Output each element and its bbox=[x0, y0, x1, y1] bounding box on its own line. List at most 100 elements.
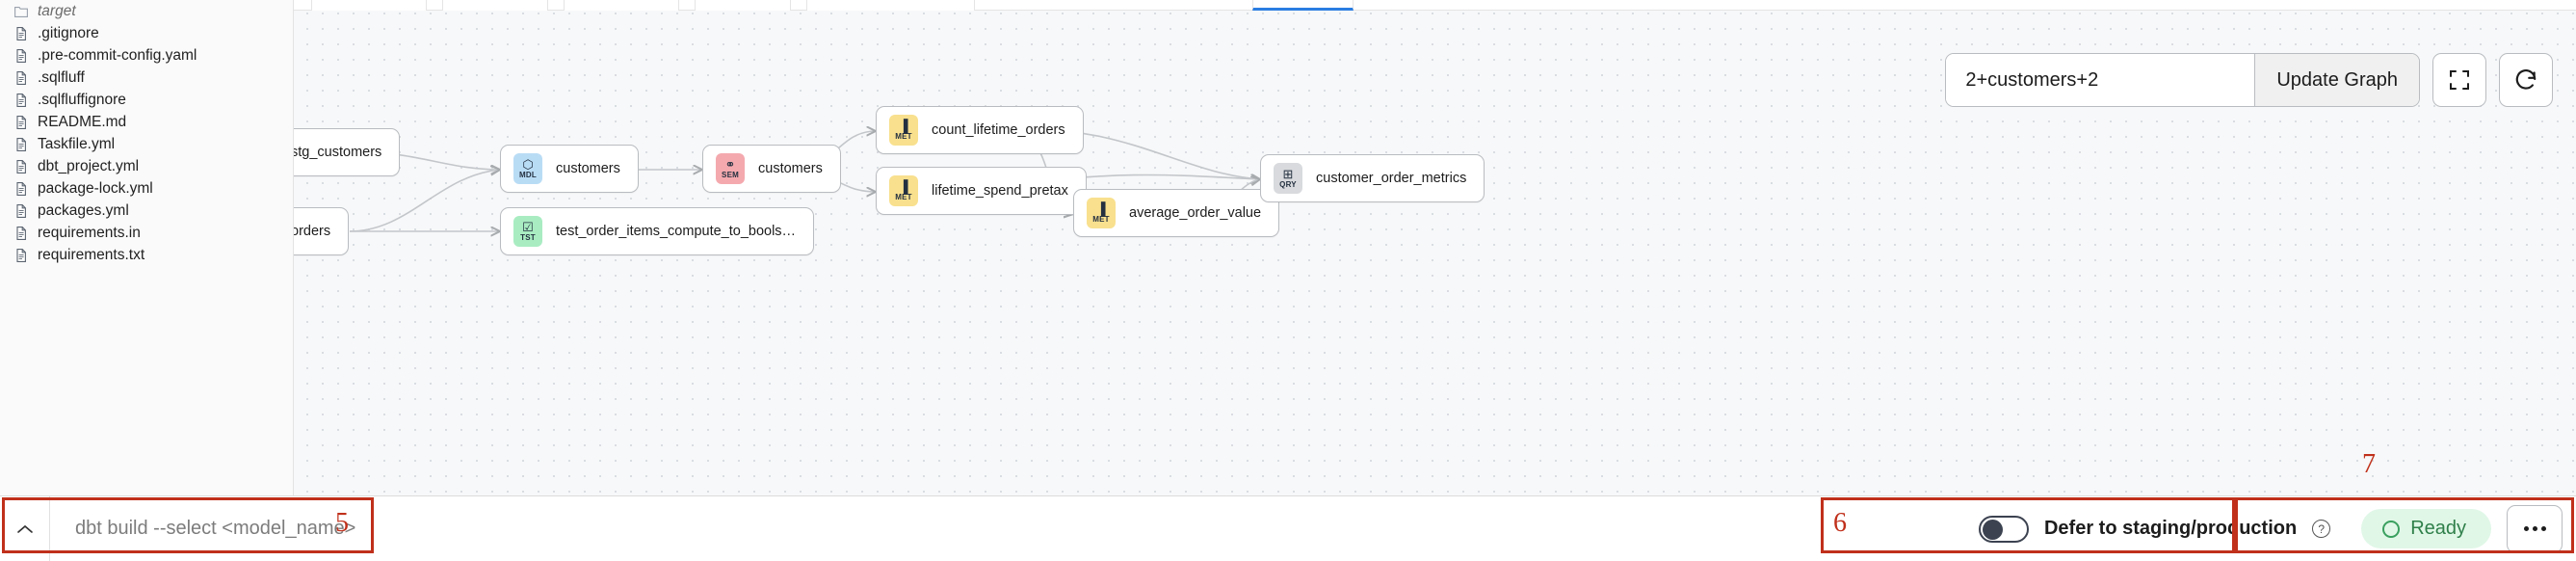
graph-node-average_order_value[interactable]: ▐MET average_order_value bbox=[1073, 189, 1280, 237]
badge-text: MET bbox=[1092, 214, 1110, 224]
file-tree-item-label: package-lock.yml bbox=[38, 179, 153, 197]
editor-tab-stub-5[interactable] bbox=[806, 0, 975, 11]
file-tree-item-label: dbt_project.yml bbox=[38, 157, 140, 174]
graph-selector-input[interactable] bbox=[1946, 54, 2255, 106]
mdl-badge-icon: ⬡MDL bbox=[513, 153, 542, 184]
graph-selector-group: Update Graph bbox=[1945, 53, 2420, 107]
met-badge-icon: ▐MET bbox=[889, 175, 918, 206]
command-bar: dbt build --select <model_name> bbox=[0, 495, 590, 561]
graph-node-label: test_order_items_compute_to_bools… bbox=[556, 223, 797, 239]
sem-badge-icon: ⚭SEM bbox=[716, 153, 745, 184]
badge-glyph: ▐ bbox=[1096, 200, 1106, 216]
refresh-icon[interactable] bbox=[2499, 53, 2553, 107]
bottom-right-controls: Defer to staging/production ? Ready bbox=[1954, 496, 2576, 561]
file-tree-item-label: requirements.txt bbox=[38, 246, 145, 263]
file-icon bbox=[13, 203, 29, 219]
file-icon bbox=[13, 137, 29, 152]
file-tree-item[interactable]: package-lock.yml bbox=[0, 177, 293, 200]
defer-control: Defer to staging/production ? bbox=[1954, 496, 2348, 561]
graph-node-label: customers bbox=[758, 160, 823, 176]
file-tree-item[interactable]: target bbox=[0, 0, 293, 22]
met-badge-icon: ▐MET bbox=[1087, 198, 1116, 228]
file-tree-item[interactable]: .sqlfluff bbox=[0, 67, 293, 89]
file-tree-list: target .gitignore .pre-commit-config.yam… bbox=[0, 0, 293, 266]
graph-node-label: stg_customers bbox=[294, 144, 382, 160]
file-tree-item-label: .sqlfluffignore bbox=[38, 91, 126, 108]
file-tree-item-label: .pre-commit-config.yaml bbox=[38, 46, 197, 64]
graph-node-label: orders bbox=[294, 223, 331, 239]
file-tree-item-label: .gitignore bbox=[38, 24, 99, 41]
editor-tab-stub-3[interactable] bbox=[564, 0, 679, 11]
file-explorer-sidebar: target .gitignore .pre-commit-config.yam… bbox=[0, 0, 294, 495]
badge-text: MET bbox=[895, 131, 912, 141]
editor-tabbar-strip bbox=[294, 0, 2576, 11]
dot-1 bbox=[2523, 526, 2529, 531]
editor-tab-stub-1[interactable] bbox=[311, 0, 427, 11]
badge-glyph: ☑ bbox=[522, 219, 534, 234]
graph-node-count_lifetime_orders[interactable]: ▐MET count_lifetime_orders bbox=[876, 106, 1084, 154]
update-graph-button[interactable]: Update Graph bbox=[2254, 54, 2419, 106]
status-badge[interactable]: Ready bbox=[2361, 509, 2491, 548]
tst-badge-icon: ☑TST bbox=[513, 216, 542, 247]
graph-node-customers_sem[interactable]: ⚭SEM customers bbox=[702, 145, 841, 193]
file-tree-item[interactable]: .pre-commit-config.yaml bbox=[0, 44, 293, 67]
graph-node-stg_customers[interactable]: ⬡MDLstg_customers bbox=[294, 128, 401, 176]
dot-2 bbox=[2532, 526, 2537, 531]
badge-text: TST bbox=[520, 232, 536, 242]
file-tree-item[interactable]: README.md bbox=[0, 111, 293, 133]
file-tree-item-label: README.md bbox=[38, 113, 127, 130]
file-tree-item[interactable]: dbt_project.yml bbox=[0, 155, 293, 177]
badge-text: MDL bbox=[519, 170, 537, 179]
badge-glyph: ⬡ bbox=[522, 156, 534, 172]
file-icon bbox=[13, 93, 29, 108]
file-tree-item-label: target bbox=[38, 2, 76, 19]
chevron-up-icon[interactable] bbox=[0, 495, 50, 561]
file-tree-item[interactable]: packages.yml bbox=[0, 200, 293, 222]
fullscreen-icon[interactable] bbox=[2432, 53, 2486, 107]
ellipsis-icon[interactable] bbox=[2507, 504, 2563, 553]
graph-node-label: customers bbox=[556, 160, 620, 176]
editor-tab-stub-active[interactable] bbox=[1252, 0, 1354, 11]
defer-label: Defer to staging/production bbox=[2043, 518, 2298, 539]
file-tree-item[interactable]: .gitignore bbox=[0, 22, 293, 44]
graph-viewport[interactable]: ⬡MDLstg_customers⬡MDLorders⬡MDLcustomers… bbox=[294, 0, 2576, 495]
graph-node-stg_orders[interactable]: ⬡MDLorders bbox=[294, 207, 350, 255]
badge-text: QRY bbox=[1279, 179, 1297, 189]
met-badge-icon: ▐MET bbox=[889, 115, 918, 146]
file-tree-item[interactable]: requirements.txt bbox=[0, 244, 293, 266]
file-tree-item[interactable]: Taskfile.yml bbox=[0, 133, 293, 155]
graph-node-customers_mdl[interactable]: ⬡MDL customers bbox=[500, 145, 639, 193]
graph-node-test_order_items[interactable]: ☑TST test_order_items_compute_to_bools… bbox=[500, 207, 815, 255]
badge-text: SEM bbox=[722, 170, 739, 179]
question-circle-icon[interactable]: ? bbox=[2312, 520, 2331, 538]
editor-tab-stub-4[interactable] bbox=[695, 0, 791, 11]
toggle-knob bbox=[1982, 519, 2003, 540]
file-icon bbox=[13, 70, 29, 86]
status-badge-label: Ready bbox=[2410, 518, 2466, 539]
badge-glyph: ⊞ bbox=[1282, 166, 1294, 181]
file-tree-item[interactable]: requirements.in bbox=[0, 222, 293, 244]
graph-node-label: average_order_value bbox=[1129, 204, 1262, 221]
file-icon bbox=[13, 115, 29, 130]
graph-node-label: count_lifetime_orders bbox=[932, 121, 1065, 138]
badge-glyph: ▐ bbox=[899, 118, 908, 133]
editor-tab-stub-2[interactable] bbox=[442, 0, 548, 11]
file-icon bbox=[13, 226, 29, 241]
file-tree-item-label: Taskfile.yml bbox=[38, 135, 116, 152]
graph-node-label: lifetime_spend_pretax bbox=[932, 182, 1068, 199]
file-tree-item-label: packages.yml bbox=[38, 201, 129, 219]
defer-toggle[interactable] bbox=[1978, 515, 2029, 543]
badge-glyph: ▐ bbox=[899, 178, 908, 194]
bottom-status-bar: dbt build --select <model_name> Defer to… bbox=[0, 495, 2576, 561]
graph-node-lifetime_spend_pretax[interactable]: ▐MET lifetime_spend_pretax bbox=[876, 167, 1087, 215]
status-ring-icon bbox=[2382, 520, 2401, 538]
file-icon bbox=[13, 248, 29, 263]
lineage-graph-canvas[interactable]: ⬡MDLstg_customers⬡MDLorders⬡MDLcustomers… bbox=[294, 0, 2576, 495]
file-icon bbox=[13, 26, 29, 41]
file-icon bbox=[13, 181, 29, 197]
file-tree-item[interactable]: .sqlfluffignore bbox=[0, 89, 293, 111]
command-input[interactable]: dbt build --select <model_name> bbox=[50, 495, 590, 561]
folder-icon bbox=[13, 4, 29, 19]
